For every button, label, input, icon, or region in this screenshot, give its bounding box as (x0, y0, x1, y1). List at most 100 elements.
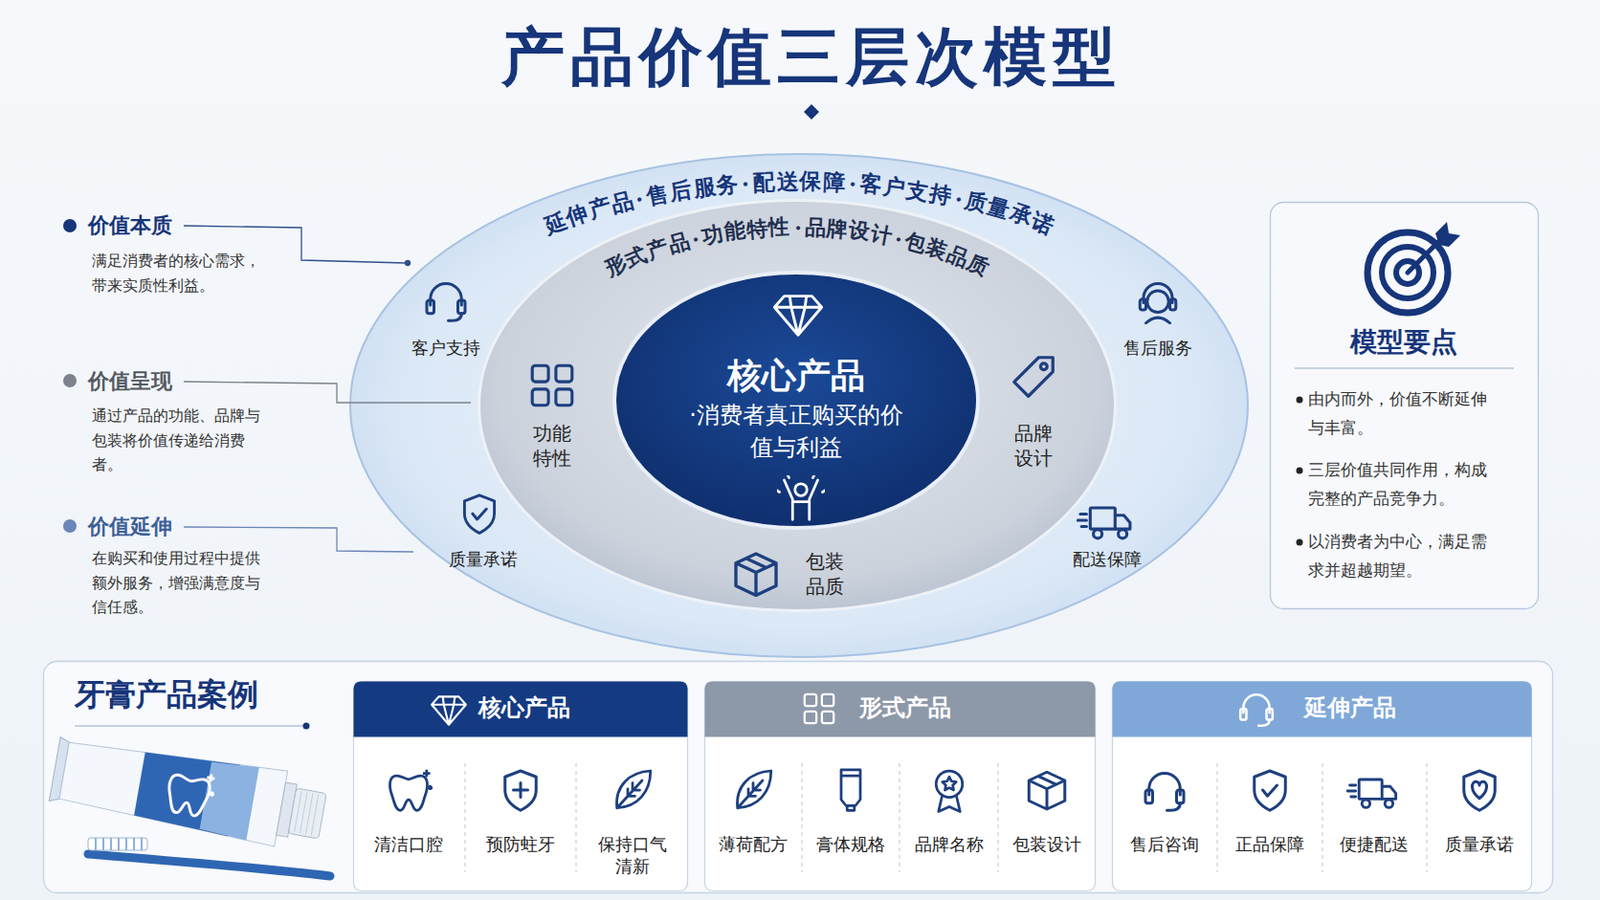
arc-char: 障 (822, 167, 846, 199)
leader-line (183, 527, 414, 553)
arc-char: 后 (667, 174, 695, 207)
divider (898, 763, 900, 873)
title-rule (336, 104, 1287, 120)
arc-char: 特 (745, 214, 769, 245)
ring-item: 配送保障 (1064, 548, 1151, 571)
panel-outline (354, 682, 689, 892)
panel-outline (44, 662, 1554, 894)
bullet-dot (63, 374, 77, 388)
bullet-dot (63, 219, 77, 233)
case-title: 牙膏产品案例 (74, 675, 334, 716)
bristle-lines (95, 838, 142, 851)
arc-char: 送 (776, 166, 799, 197)
card-header (705, 682, 1096, 738)
case-item: 质量承诺 (1442, 833, 1517, 856)
page-title: 产品价值三层次模型 (333, 19, 1290, 95)
brush-bristles (88, 838, 148, 851)
arc-char: · (794, 215, 802, 241)
ellipse-outline (479, 200, 1116, 612)
bullet-dot (1296, 467, 1304, 475)
card-title: 延伸产品 (1304, 693, 1458, 724)
case-item: 包装设计 (1009, 833, 1085, 856)
card-title: 形式产品 (859, 693, 1013, 724)
arc-char: 牌 (825, 214, 849, 245)
bullet-dot (1296, 397, 1304, 404)
leader-end (405, 261, 411, 267)
arc-char: 支 (904, 174, 932, 207)
arc-char: 设 (846, 216, 872, 248)
section-heading: 价值延伸 (88, 513, 203, 542)
arc-char: 售 (644, 177, 671, 212)
case-item: 预防蛀牙 (483, 833, 558, 856)
divider (1216, 763, 1218, 873)
rule-line (1294, 367, 1514, 369)
bullet-dot (63, 519, 77, 534)
panel-title: 模型要点 (1288, 325, 1519, 360)
core-title: 核心产品 (652, 354, 940, 400)
bullet-text: 由内而外，价值不断延伸与丰富。 (1308, 385, 1500, 444)
form-card: 形式产品薄荷配方膏体规格品牌名称包装设计 (704, 681, 1096, 892)
case-item: 薄荷配方 (715, 833, 791, 856)
arc-char: 性 (768, 213, 791, 244)
case-item: 膏体规格 (813, 833, 889, 856)
tube-stripe (199, 759, 260, 842)
panel-outline (1270, 202, 1539, 610)
ring-item: 功能特性 (530, 421, 575, 471)
divider (800, 763, 802, 873)
section-heading: 价值本质 (88, 212, 203, 241)
arc-char: 功 (699, 219, 726, 252)
tooth-logo (164, 767, 218, 820)
extended-ring: 延伸产品·售后服务·配送保障·客户支持·质量承诺形式产品·功能特性·品牌设计·包… (349, 153, 1249, 659)
bullet-text: 以消费者为中心，满足需求并超越期望。 (1308, 528, 1500, 586)
section-desc: 在购买和使用过程中提供额外服务，增强满意度与信任感。 (91, 546, 270, 621)
arc-char: 计 (868, 219, 895, 252)
arc-char: 品 (803, 213, 826, 244)
ellipse-outline (614, 272, 978, 529)
rule-diamond (803, 104, 820, 120)
arc-char: 务 (714, 169, 740, 201)
arc-char: 户 (881, 171, 908, 204)
arc-char: · (633, 185, 647, 213)
arc-char: 持 (926, 177, 954, 212)
panel-outline (705, 682, 1096, 892)
ring-item: 售后服务 (1114, 336, 1201, 359)
ring-item: 质量承诺 (440, 548, 527, 571)
arc-char: 服 (691, 171, 718, 204)
case-item: 保持口气清新 (595, 833, 670, 879)
card-header (1112, 682, 1533, 738)
card-header (354, 682, 689, 738)
rule-dot (303, 723, 311, 731)
arc-char: 配 (752, 167, 776, 199)
case-item: 正品保障 (1232, 833, 1308, 856)
core-ellipse: 核心产品·消费者真正购买的价值与利益 (612, 270, 980, 531)
core-card: 核心产品清洁口腔预防蛀牙保持口气清新 (353, 681, 689, 892)
extended-card: 延伸产品售后咨询 正品保障 便捷配送 质量承诺 (1111, 681, 1533, 892)
section-desc: 满足消费者的核心需求，带来实质性利益。 (91, 248, 270, 298)
core-ellipse-shape (612, 270, 980, 531)
arc-char: 能 (722, 216, 748, 248)
divider (575, 763, 577, 873)
ring-item: 品牌设计 (1011, 421, 1056, 471)
case-item: 售后咨询 (1127, 833, 1202, 856)
divider (464, 763, 466, 873)
core-desc: ·消费者真正购买的价值与利益 (685, 400, 908, 465)
arc-char: · (740, 170, 751, 197)
ring-item: 包装品质 (802, 549, 847, 600)
arc-char: 客 (858, 169, 884, 201)
ring-item: 客户支持 (402, 336, 489, 359)
case-panel: 牙膏产品案例核心产品清洁口腔预防蛀牙保持口气清新形式产品薄荷配方膏体规格品牌名称… (43, 661, 1554, 894)
case-item: 便捷配送 (1336, 833, 1412, 856)
case-item: 品牌名称 (911, 833, 987, 856)
arc-char: · (847, 170, 858, 197)
case-item: 清洁口腔 (371, 833, 446, 856)
form-ring: 形式产品·功能特性·品牌设计·包装品质核心产品·消费者真正购买的价值与利益 (477, 199, 1117, 613)
divider (1321, 763, 1323, 873)
divider (1425, 763, 1427, 873)
divider (997, 763, 999, 873)
target-ring (1367, 232, 1448, 313)
panel-outline (1112, 682, 1533, 892)
cap-ridges (294, 791, 319, 836)
rule-line (74, 725, 305, 728)
bullet-text: 三层价值共同作用，构成完整的产品竞争力。 (1308, 456, 1500, 514)
